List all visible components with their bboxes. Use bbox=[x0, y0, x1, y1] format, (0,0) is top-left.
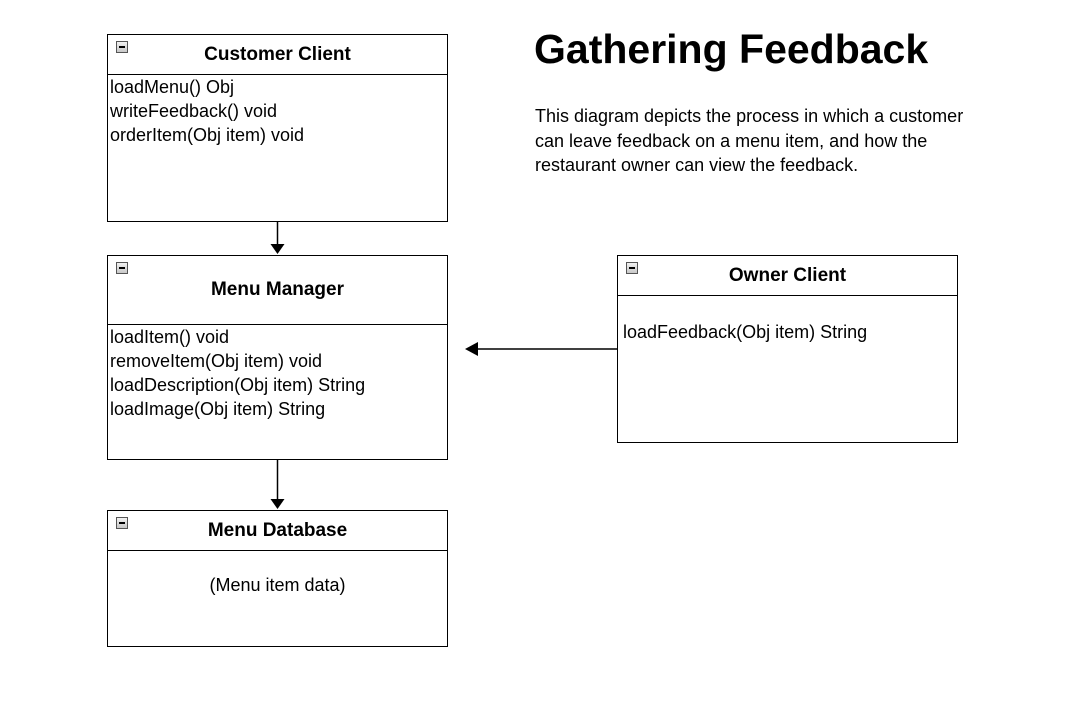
method-item: loadFeedback(Obj item) String bbox=[623, 322, 868, 342]
method-item: orderItem(Obj item) void bbox=[110, 125, 305, 145]
class-box-menu-manager[interactable]: Menu Manager loadItem() void removeItem(… bbox=[107, 255, 448, 460]
collapse-toggle-icon[interactable] bbox=[626, 262, 638, 274]
class-name: Menu Manager bbox=[210, 279, 345, 300]
method-list: loadFeedback(Obj item) String bbox=[623, 320, 867, 344]
class-header: Customer Client bbox=[108, 35, 447, 75]
collapse-toggle-icon[interactable] bbox=[116, 517, 128, 529]
class-header: Owner Client bbox=[618, 256, 957, 296]
arrow-head bbox=[270, 244, 285, 254]
class-name: Customer Client bbox=[204, 44, 351, 65]
class-header: Menu Database bbox=[108, 511, 447, 551]
collapse-toggle-icon[interactable] bbox=[116, 262, 128, 274]
method-item: loadItem() void bbox=[110, 327, 230, 347]
method-list: loadMenu() Obj writeFeedback() void orde… bbox=[110, 75, 304, 147]
method-item: loadDescription(Obj item) String bbox=[110, 375, 366, 395]
class-name: Owner Client bbox=[728, 265, 847, 286]
arrow-head bbox=[270, 499, 285, 509]
diagram-description: This diagram depicts the process in whic… bbox=[535, 106, 964, 175]
method-item: loadImage(Obj item) String bbox=[110, 399, 326, 419]
class-header: Menu Manager bbox=[108, 256, 447, 325]
collapse-toggle-icon[interactable] bbox=[116, 41, 128, 53]
arrow-head bbox=[465, 342, 478, 356]
class-box-customer-client[interactable]: Customer Client loadMenu() Obj writeFeed… bbox=[107, 34, 448, 222]
method-item: writeFeedback() void bbox=[110, 101, 278, 121]
method-list: loadItem() void removeItem(Obj item) voi… bbox=[110, 325, 365, 421]
class-box-menu-database[interactable]: Menu Database (Menu item data) bbox=[107, 510, 448, 647]
method-item: removeItem(Obj item) void bbox=[110, 351, 323, 371]
class-body-text: (Menu item data) bbox=[209, 575, 346, 595]
class-name: Menu Database bbox=[207, 520, 348, 541]
diagram-title: Gathering Feedback bbox=[534, 26, 929, 72]
class-box-owner-client[interactable]: Owner Client loadFeedback(Obj item) Stri… bbox=[617, 255, 958, 443]
method-item: loadMenu() Obj bbox=[110, 77, 235, 97]
